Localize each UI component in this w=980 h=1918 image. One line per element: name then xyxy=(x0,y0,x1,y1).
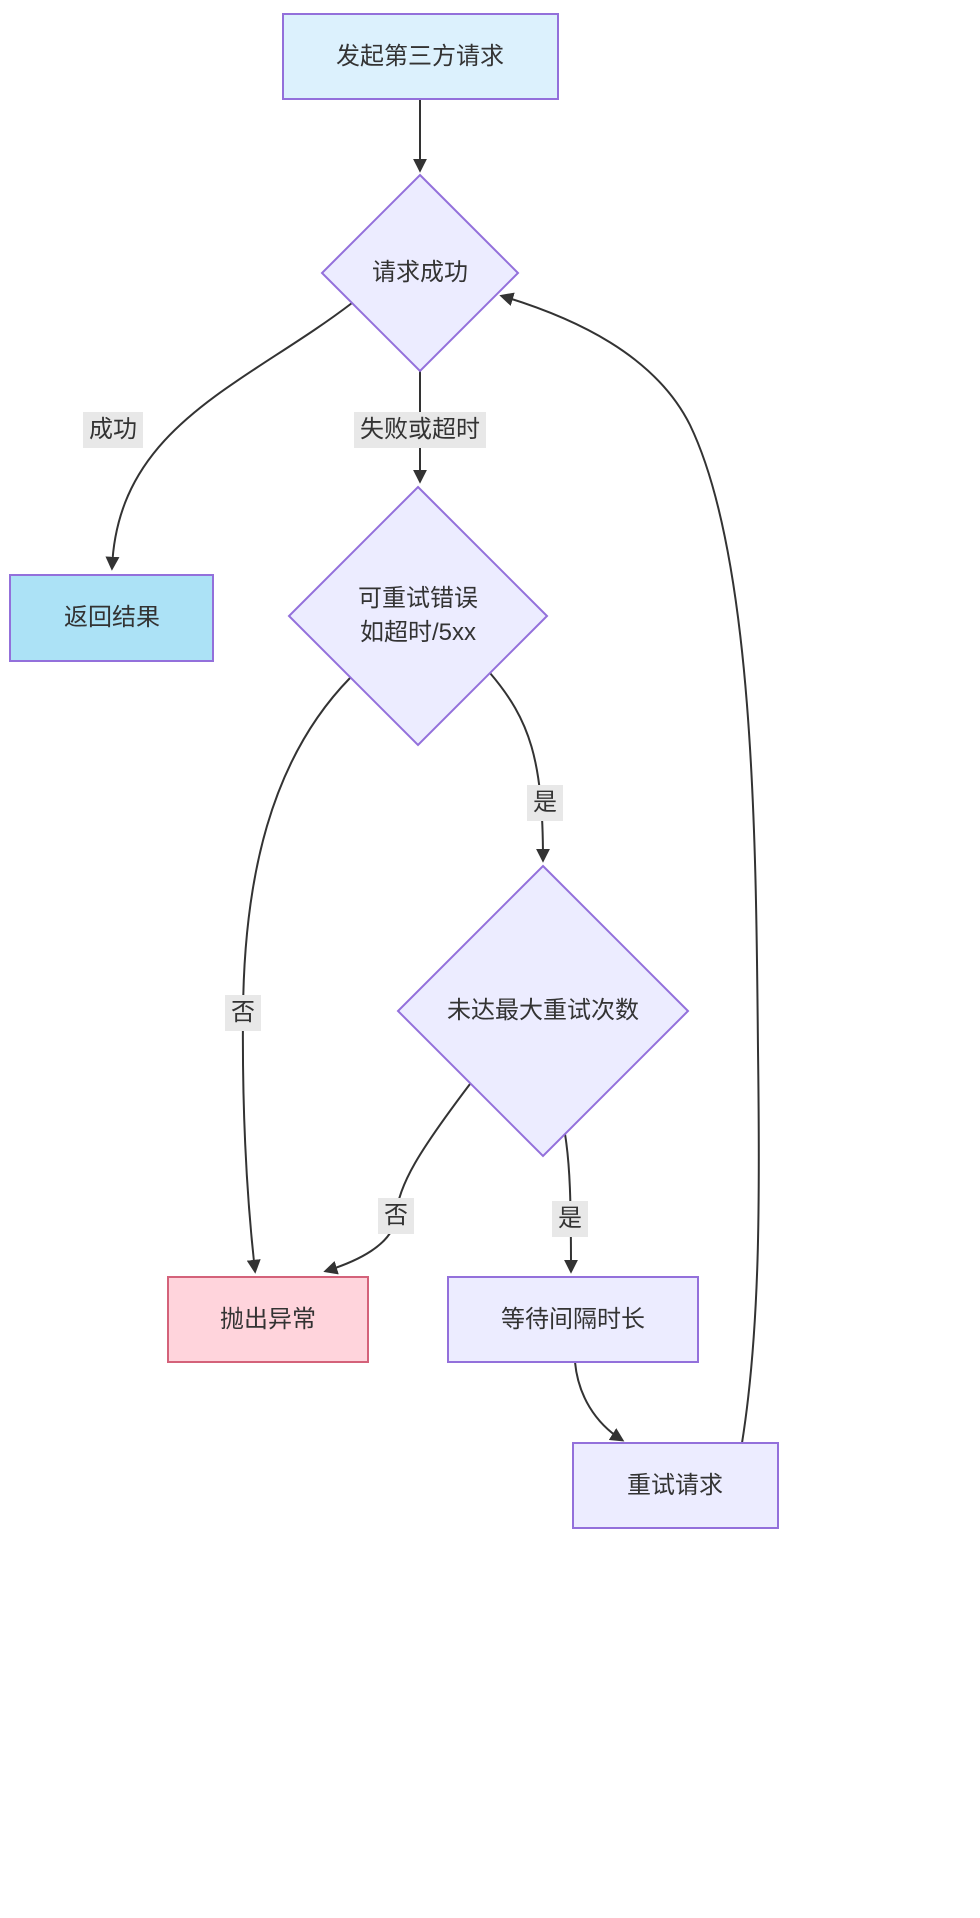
edge-label-retryable-yes: 是 xyxy=(527,785,563,821)
edge-wait-interval-to-retry-request xyxy=(574,1361,625,1442)
node-wait-interval-shape xyxy=(447,1276,699,1363)
node-max-retry-check-label: 未达最大重试次数 xyxy=(447,997,639,1024)
node-retry-request-label: 重试请求 xyxy=(627,1472,723,1499)
node-return-result-shape xyxy=(9,574,214,662)
edge-retry-request-to-success-check xyxy=(499,292,760,1444)
node-retryable-check-label: 可重试错误 如超时/5xx xyxy=(358,585,478,646)
node-retryable-check-shape xyxy=(287,485,549,747)
node-success-check-shape xyxy=(320,173,520,373)
node-return-result-label: 返回结果 xyxy=(64,604,160,631)
node-start-shape xyxy=(282,13,559,100)
node-success-check-label: 请求成功 xyxy=(372,259,468,286)
edge-label-fail-or-timeout: 失败或超时 xyxy=(354,412,486,448)
edge-label-max-retry-no: 否 xyxy=(378,1198,414,1234)
node-throw-exception-label: 抛出异常 xyxy=(220,1306,316,1333)
edge-label-retryable-no: 否 xyxy=(225,995,261,1031)
node-throw-exception-shape xyxy=(167,1276,369,1363)
node-max-retry-check-shape xyxy=(396,864,690,1158)
edge-success-check-to-return-result xyxy=(105,302,353,571)
edge-retryable-no-to-throw-exception xyxy=(241,677,351,1274)
edge-max-retry-yes-to-wait-interval xyxy=(563,1133,578,1274)
edge-label-success: 成功 xyxy=(83,412,143,448)
edge-max-retry-no-to-throw-exception xyxy=(323,1083,471,1275)
node-wait-interval-label: 等待间隔时长 xyxy=(501,1306,645,1333)
node-start-label: 发起第三方请求 xyxy=(336,43,504,70)
edge-retryable-yes-to-max-retry-check xyxy=(489,672,550,863)
edge-label-max-retry-yes: 是 xyxy=(552,1201,588,1237)
node-retry-request-shape xyxy=(572,1442,779,1529)
